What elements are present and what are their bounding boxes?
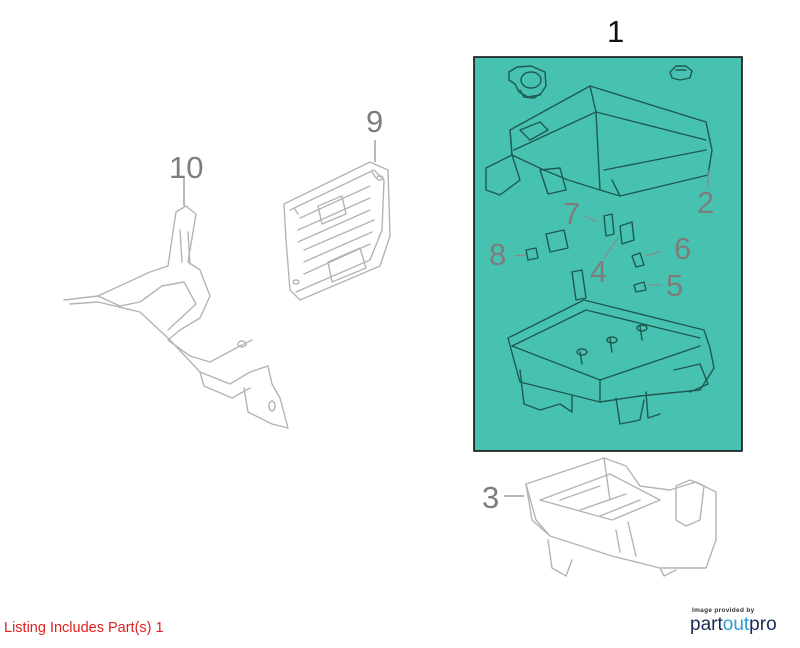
partoutpro-logo[interactable]: partoutpro [690, 614, 800, 636]
assembly-1-highlight[interactable] [473, 56, 743, 452]
callout-6: 6 [674, 231, 691, 266]
part-9-ecm[interactable] [283, 140, 391, 301]
part-10-bracket[interactable] [63, 178, 289, 429]
highlight-box[interactable] [473, 56, 743, 452]
callout-4: 4 [590, 254, 607, 289]
part-3-tray[interactable] [504, 457, 717, 577]
listing-includes-text: Listing Includes Part(s) 1 [4, 620, 164, 636]
relays-and-fuses-shapes [525, 213, 647, 301]
fuse-box-cover-shape [485, 85, 713, 197]
fuse-box-base-shape [507, 299, 715, 425]
small-nut-shape [669, 65, 693, 81]
callout-7: 7 [563, 196, 580, 231]
callout-2: 2 [697, 185, 714, 220]
credit-caption: Image provided by [692, 607, 755, 614]
callout-1: 1 [607, 14, 624, 49]
callout-5: 5 [666, 268, 683, 303]
cap-nut-shape [508, 65, 547, 99]
callout-8: 8 [489, 237, 506, 272]
image-credit: Image provided by partoutpro [690, 607, 800, 636]
logo-part-text: part [690, 614, 723, 635]
callout-3: 3 [482, 480, 499, 515]
logo-out-text: out [722, 614, 750, 635]
callout-9: 9 [366, 104, 383, 139]
callout-10: 10 [169, 150, 203, 185]
logo-pro-text: pro [749, 614, 777, 635]
